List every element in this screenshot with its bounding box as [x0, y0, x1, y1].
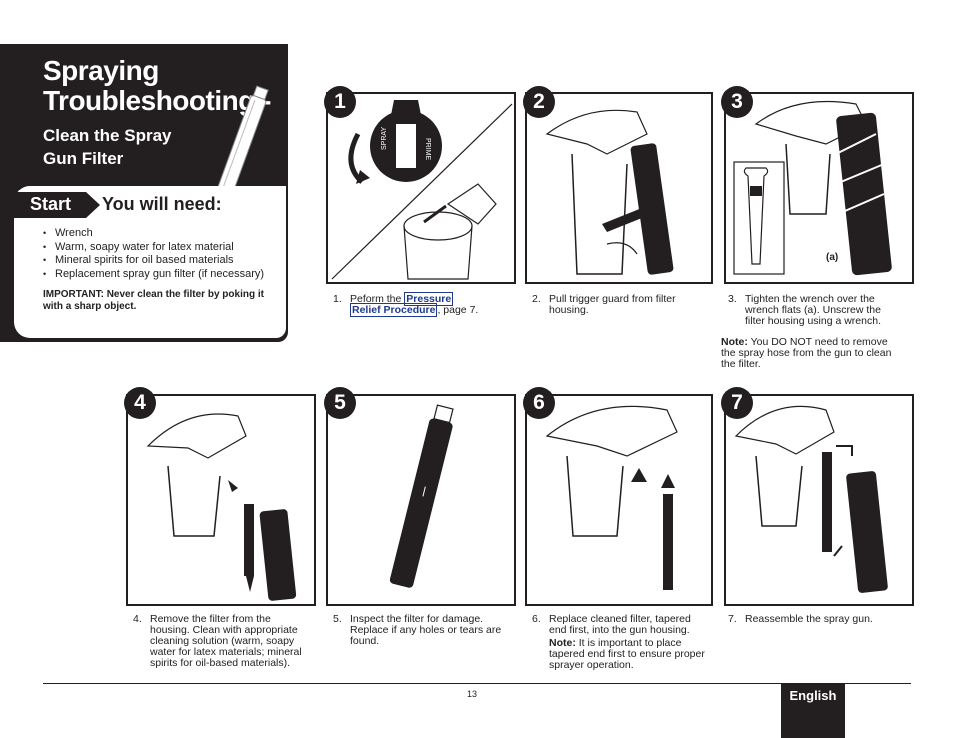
wrench-flats-callout: (a): [826, 252, 839, 263]
step-7-badge: 7: [721, 387, 753, 419]
step-7-caption: 7. Reassemble the spray gun.: [728, 613, 873, 625]
step-5-badge: 5: [324, 387, 356, 419]
step-3-caption: 3. Tighten the wrench over the wrench fl…: [728, 293, 881, 327]
filter-wand-illustration: [213, 85, 269, 206]
supply-item: Warm, soapy water for latex material: [55, 241, 264, 255]
step-2-caption: 2. Pull trigger guard from filter housin…: [532, 293, 676, 316]
step-3-illustration: [724, 92, 914, 284]
step-6-badge: 6: [523, 387, 555, 419]
page-title: Spraying Troubleshooting -: [43, 55, 271, 116]
step-6-illustration: [525, 394, 713, 606]
step-5-illustration: [326, 394, 516, 606]
you-will-need-label: You will need:: [102, 194, 222, 214]
start-tag: [0, 192, 100, 218]
page-number: 13: [467, 689, 478, 699]
step-4-caption: 4. Remove the filter from the housing. C…: [133, 613, 302, 669]
pressure-link[interactable]: Pressure: [404, 292, 454, 306]
spray-label: SPRAY: [381, 126, 388, 150]
page-subtitle: Clean the Spray Gun Filter: [43, 126, 172, 168]
language-tab: English: [781, 684, 845, 738]
footer-rule: [43, 683, 911, 684]
step-1-badge: 1: [324, 86, 356, 118]
step-2-badge: 2: [523, 86, 555, 118]
step-2-illustration: [525, 92, 713, 284]
step-4-illustration: [126, 394, 316, 606]
supply-item: Wrench: [55, 227, 264, 241]
supplies-list: Wrench Warm, soapy water for latex mater…: [55, 227, 264, 281]
relief-procedure-link[interactable]: Relief Procedure: [350, 303, 438, 317]
important-warning: IMPORTANT: Never clean the filter by pok…: [43, 289, 264, 312]
step-6-caption: 6. Replace cleaned filter, tapered end f…: [532, 613, 691, 636]
step-6-note: Note: It is important to place tapered e…: [549, 637, 705, 671]
supply-item: Replacement spray gun filter (if necessa…: [55, 268, 264, 282]
step-5-caption: 5. Inspect the filter for damage. Replac…: [333, 613, 502, 647]
step-3-badge: 3: [721, 86, 753, 118]
step-1-illustration: SPRAY PRIME: [326, 92, 516, 284]
step-4-badge: 4: [124, 387, 156, 419]
step-3-note: Note: You DO NOT need to remove the spra…: [721, 336, 892, 370]
start-label: Start: [30, 194, 72, 214]
supply-item: Mineral spirits for oil based materials: [55, 254, 264, 268]
step-7-illustration: [724, 394, 914, 606]
prime-label: PRIME: [424, 138, 431, 161]
